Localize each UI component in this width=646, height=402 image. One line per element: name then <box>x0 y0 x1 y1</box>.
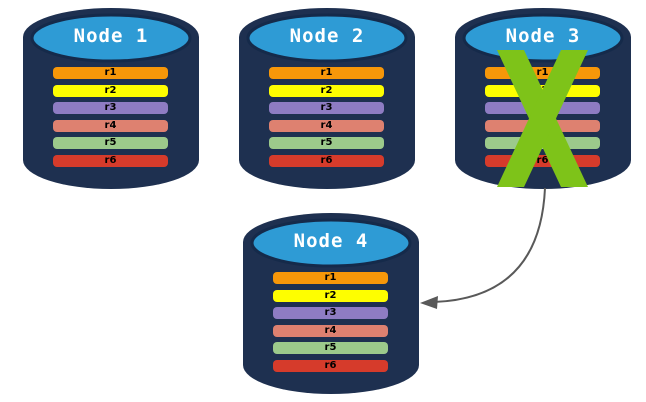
row-r5: r5 <box>53 137 168 149</box>
cylinder-top <box>30 13 192 63</box>
node-title: Node 4 <box>293 230 369 252</box>
row-r1: r1 <box>273 272 388 284</box>
row-r3: r3 <box>53 102 168 114</box>
row-r2: r2 <box>273 289 388 302</box>
row-r6: r6 <box>485 154 600 167</box>
curved-arrow-head <box>420 296 438 309</box>
row-r5: r5 <box>269 137 384 149</box>
cylinder-top <box>250 218 412 268</box>
cylinder-top <box>246 13 408 63</box>
node-1: Node 1 r1 r2 r3 r4 r5 r6 <box>22 7 200 190</box>
node-title: Node 1 <box>73 25 149 47</box>
row-r6: r6 <box>273 359 388 372</box>
row-r3: r3 <box>269 102 384 114</box>
row-r6: r6 <box>269 154 384 167</box>
row-r4: r4 <box>485 119 600 132</box>
node-3: Node 3 r1 r2 r3 r4 r5 r6 <box>454 7 632 190</box>
row-r3: r3 <box>485 102 600 114</box>
row-r1: r1 <box>53 67 168 79</box>
row-r1: r1 <box>485 67 600 79</box>
row-list: r1 r2 r3 r4 r5 r6 <box>269 67 384 167</box>
row-r5: r5 <box>273 342 388 354</box>
row-r5: r5 <box>485 137 600 149</box>
node-title: Node 2 <box>289 25 365 47</box>
row-r1: r1 <box>269 67 384 79</box>
row-r4: r4 <box>53 119 168 132</box>
row-r2: r2 <box>269 84 384 97</box>
row-list: r1 r2 r3 r4 r5 r6 <box>53 67 168 167</box>
row-r3: r3 <box>273 307 388 319</box>
curved-arrow-icon <box>433 187 546 303</box>
row-r2: r2 <box>53 84 168 97</box>
node-4: Node 4 r1 r2 r3 r4 r5 r6 <box>242 212 420 395</box>
row-r6: r6 <box>53 154 168 167</box>
node-title: Node 3 <box>505 25 581 47</box>
row-r4: r4 <box>269 119 384 132</box>
row-r2: r2 <box>485 84 600 97</box>
row-list: r1 r2 r3 r4 r5 r6 <box>273 272 388 372</box>
node-2: Node 2 r1 r2 r3 r4 r5 r6 <box>238 7 416 190</box>
row-r4: r4 <box>273 324 388 337</box>
row-list: r1 r2 r3 r4 r5 r6 <box>485 67 600 167</box>
